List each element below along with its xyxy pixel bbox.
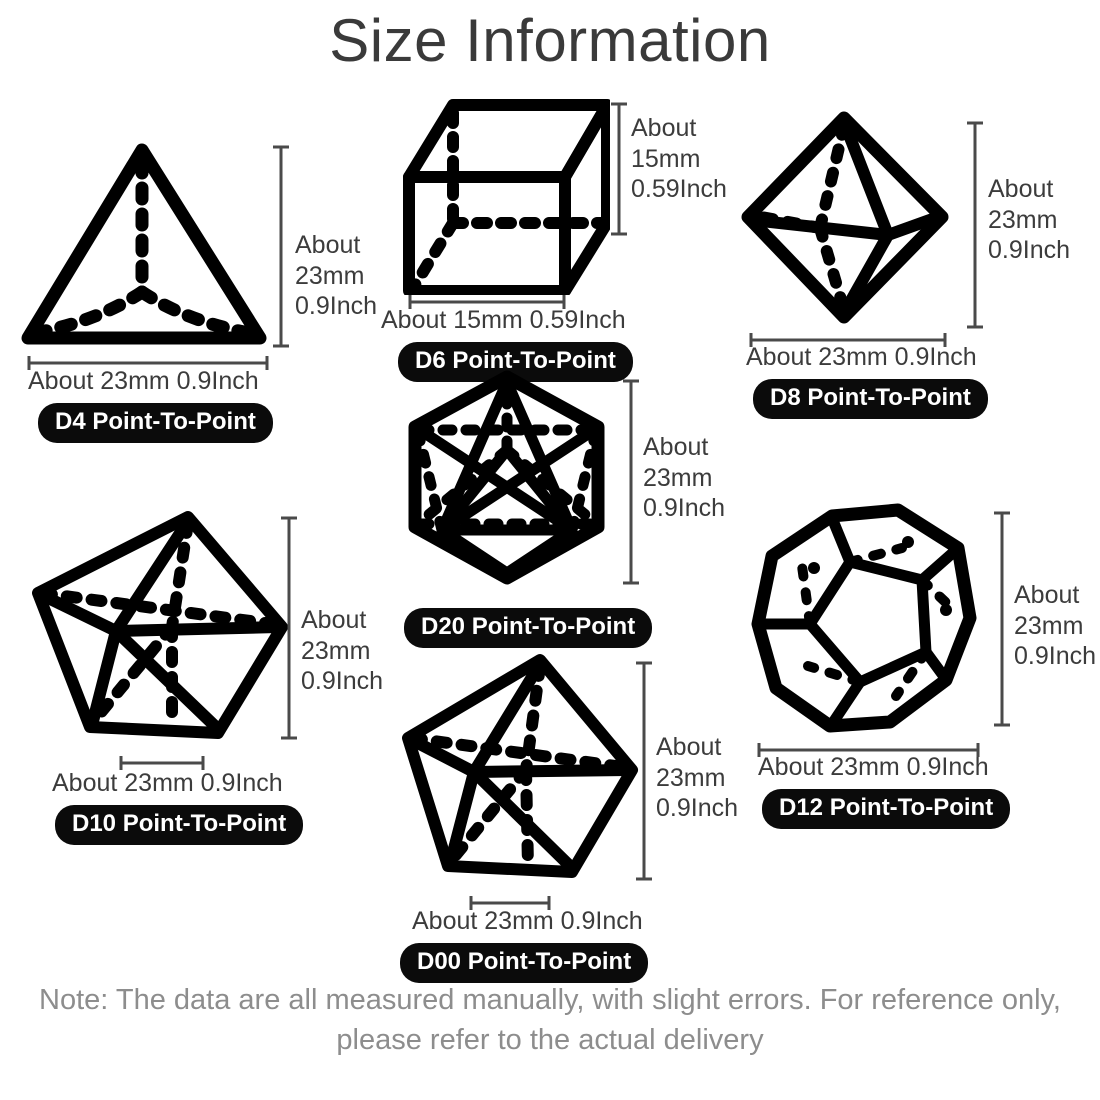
d20-height-line1: About (643, 433, 709, 461)
d4-height-line1: About (295, 231, 361, 259)
d12-height-line3: 0.9Inch (1014, 642, 1097, 670)
d4-height-label: About 23mm 0.9Inch (295, 230, 377, 322)
d4-height-line2: 23mm (295, 261, 365, 290)
d12-badge: D12 Point-To-Point (762, 789, 1011, 829)
d6-cube-icon (403, 99, 610, 295)
d12-height-label: About 23mm 0.9Inch (1014, 580, 1096, 672)
d8-badge: D8 Point-To-Point (753, 379, 988, 419)
d4-width-label: About 23mm 0.9Inch (28, 367, 259, 395)
d00-height-line2: 23mm (656, 763, 726, 792)
d6-width-label: About 15mm 0.59Inch (381, 306, 626, 334)
d12-height-line1: About (1014, 581, 1080, 609)
d00-badge: D00 Point-To-Point (400, 943, 649, 983)
d8-height-label: About 23mm 0.9Inch (988, 174, 1070, 266)
die-block-d6: About 15mm 0.59Inch About 15mm 0.59Inch … (381, 95, 727, 382)
d8-width-dimension-line (749, 333, 947, 347)
d12-height-dimension-line (994, 511, 1010, 727)
d12-width-label: About 23mm 0.9Inch (758, 753, 989, 781)
d6-width-dimension-line (408, 295, 566, 309)
d12-dodecahedron-icon (751, 503, 977, 733)
d8-width-label: About 23mm 0.9Inch (746, 343, 977, 371)
d6-height-line1: About (631, 114, 697, 142)
d12-height-line2: 23mm (1014, 611, 1084, 640)
d6-height-label: About 15mm 0.59Inch (631, 113, 727, 205)
d10-badge: D10 Point-To-Point (55, 805, 304, 845)
d20-badge: D20 Point-To-Point (404, 608, 653, 648)
d00-width-dimension-line (469, 896, 551, 910)
d20-height-dimension-line (623, 379, 639, 585)
d00-height-label: About 23mm 0.9Inch (656, 732, 738, 824)
page-title: Size Information (329, 7, 771, 74)
d6-height-dimension-line (611, 102, 627, 236)
d6-height-line2: 15mm (631, 144, 701, 173)
d10-height-label: About 23mm 0.9Inch (301, 605, 383, 697)
d4-height-dimension-line (273, 145, 289, 348)
d4-badge: D4 Point-To-Point (38, 403, 273, 443)
d00-width-label: About 23mm 0.9Inch (412, 907, 643, 935)
disclaimer-note: Note: The data are all measured manually… (39, 984, 1061, 1057)
die-block-d8: About 23mm 0.9Inch About 23mm 0.9Inch D8… (740, 110, 1070, 419)
die-block-d12: About 23mm 0.9Inch About 23mm 0.9Inch D1… (750, 500, 1096, 829)
d20-height-line3: 0.9Inch (643, 494, 726, 522)
die-block-d00: About 23mm 0.9Inch About 23mm 0.9Inch D0… (400, 650, 738, 983)
d8-height-line1: About (988, 175, 1054, 203)
die-block-d4: About 23mm 0.9Inch About 23mm 0.9Inch D4… (20, 140, 377, 443)
d4-width-dimension-line (27, 356, 269, 370)
d4-height-line3: 0.9Inch (295, 292, 378, 320)
die-block-d20: About 23mm 0.9Inch D20 Point-To-Point (400, 370, 725, 650)
d10-width-label: About 23mm 0.9Inch (52, 769, 283, 797)
d00-trapezohedron-icon (402, 654, 638, 878)
d10-width-dimension-line (119, 756, 205, 770)
die-block-d10: About 23mm 0.9Inch About 23mm 0.9Inch D1… (30, 505, 383, 845)
d4-tetrahedron-icon (21, 143, 267, 345)
d10-trapezohedron-icon (32, 511, 288, 739)
d00-height-line3: 0.9Inch (656, 794, 739, 822)
d10-height-line1: About (301, 606, 367, 634)
d10-height-line2: 23mm (301, 636, 371, 665)
d10-height-dimension-line (281, 516, 297, 740)
d20-height-label: About 23mm 0.9Inch (643, 432, 725, 524)
d8-height-line2: 23mm (988, 205, 1058, 234)
d20-height-line2: 23mm (643, 463, 713, 492)
d20-icosahedron-icon (408, 370, 605, 585)
d10-height-line3: 0.9Inch (301, 667, 384, 695)
d8-height-line3: 0.9Inch (988, 236, 1071, 264)
d00-height-dimension-line (636, 661, 652, 881)
d12-width-dimension-line (757, 743, 980, 757)
d00-height-line1: About (656, 733, 722, 761)
d8-octahedron-icon (741, 111, 949, 324)
d8-height-dimension-line (967, 121, 983, 329)
d6-height-line3: 0.59Inch (631, 175, 727, 203)
